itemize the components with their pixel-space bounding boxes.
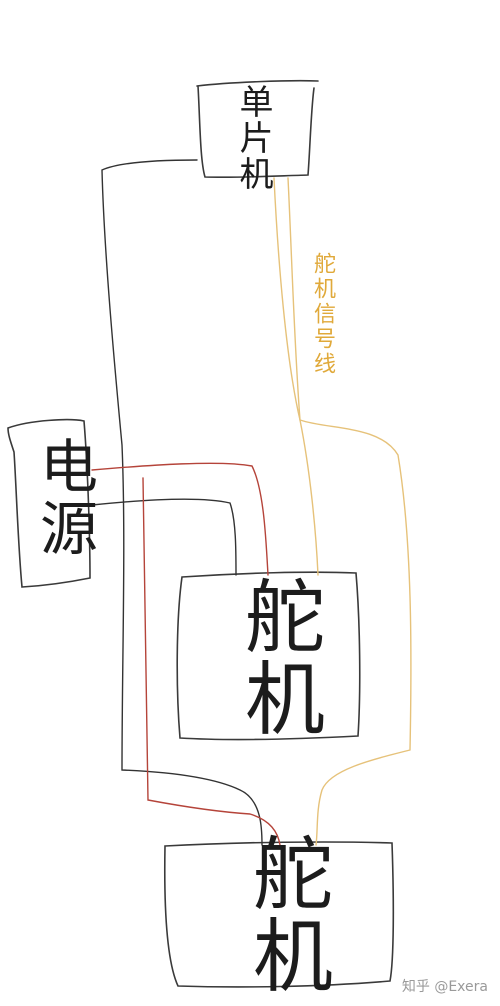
ground-wire-branch — [91, 498, 237, 576]
power-box — [7, 418, 91, 588]
ground-wire — [101, 159, 263, 846]
mcu-box — [196, 79, 319, 179]
signal-wire-label: 舵机信号线 — [310, 252, 335, 377]
power-wire — [91, 462, 269, 576]
mcu-label: 单片机 — [233, 84, 273, 192]
power-wire-branch — [142, 477, 281, 846]
signal-wire-1 — [273, 177, 319, 576]
stray-mark — [297, 922, 303, 928]
servo-1-label: 舵机 — [232, 575, 325, 739]
servo-2-box — [163, 841, 395, 988]
power-label: 电源 — [30, 436, 98, 560]
servo-1-box — [176, 571, 361, 741]
signal-wire-2 — [287, 177, 412, 846]
watermark: 知乎 @Exera — [401, 979, 488, 995]
servo-2-label: 舵机 — [240, 832, 333, 996]
